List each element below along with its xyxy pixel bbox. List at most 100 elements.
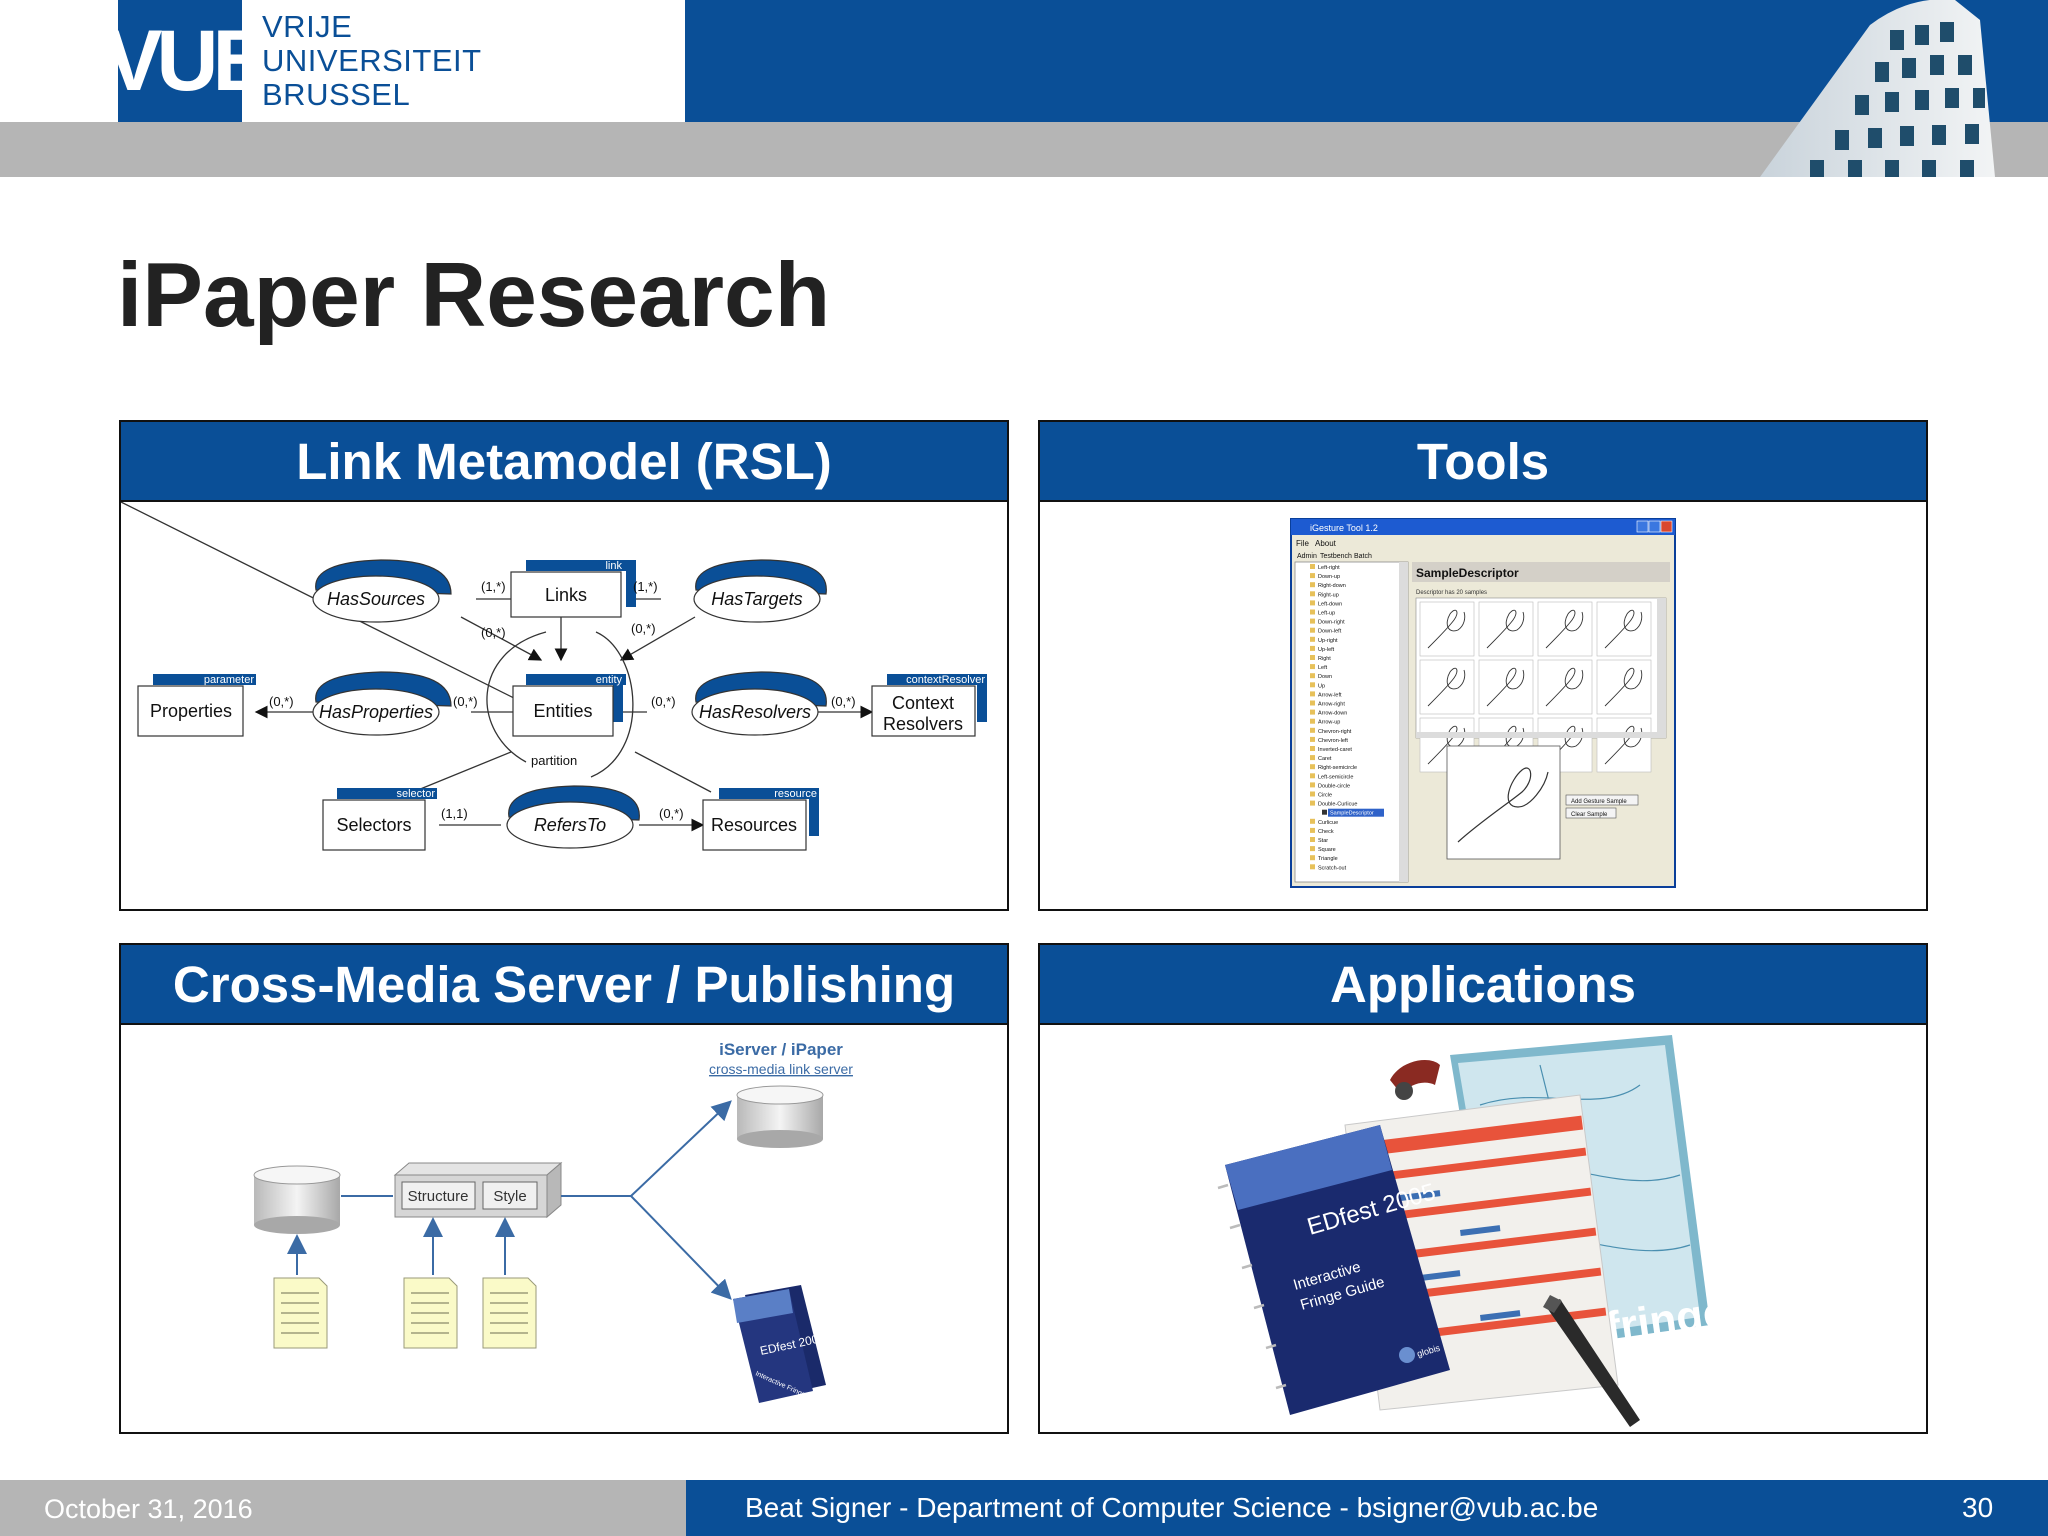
gesture-sample-stroke (1604, 609, 1643, 649)
slide-title: iPaper Research (117, 245, 831, 346)
rsl-tag-entity: entity (596, 674, 623, 686)
rsl-tag-context: contextResolver (906, 674, 985, 686)
card-label: (0,*) (453, 694, 478, 709)
header-stripe (0, 122, 2048, 177)
tool-descriptor-title: SampleDescriptor (1416, 566, 1519, 580)
card-label: (0,*) (481, 625, 506, 640)
card-label: (1,1) (441, 806, 468, 821)
folder-icon (1310, 800, 1315, 806)
logo-block (118, 0, 242, 122)
tree-item[interactable]: Chevron-right (1318, 729, 1352, 735)
tree-item[interactable]: Triangle (1318, 856, 1338, 862)
tree-item[interactable]: Arrow-up (1318, 720, 1340, 726)
gesture-sample-stroke (1545, 725, 1584, 765)
gesture-sample-stroke (1486, 725, 1525, 765)
folder-icon (1310, 564, 1315, 569)
gesture-sample-stroke (1427, 725, 1466, 765)
university-line-3: BRUSSEL (262, 77, 411, 112)
university-name: VRIJE UNIVERSITEIT BRUSSEL (262, 10, 482, 112)
folder-icon (1310, 691, 1315, 697)
tree-item[interactable]: SampleDescriptor (1330, 811, 1374, 817)
tree-item[interactable]: Down-up (1318, 574, 1340, 580)
tree-item[interactable]: Up-left (1318, 647, 1335, 653)
tree-item[interactable]: Down-left (1318, 629, 1342, 635)
booklet-icon: EDfest 2005 Interactive Fringe Guide (733, 1285, 827, 1407)
tree-item[interactable]: Arrow-down (1318, 711, 1347, 717)
tree-item[interactable]: Curlicue (1318, 820, 1338, 826)
tree-item[interactable]: Right-up (1318, 592, 1339, 598)
gesture-sample-stroke (1604, 667, 1643, 707)
folder-icon (1310, 773, 1315, 779)
tree-item[interactable]: Left-down (1318, 601, 1342, 607)
rsl-entities-box: Entities (533, 701, 592, 721)
tree-item[interactable]: Square (1318, 847, 1336, 853)
panel-heading: Tools (1040, 422, 1926, 502)
footer-date: October 31, 2016 (44, 1494, 253, 1524)
rsl-context-line1: Context (892, 693, 954, 713)
tool-add-sample-button[interactable]: Add Gesture Sample (1571, 799, 1627, 805)
folder-icon (1310, 746, 1315, 751)
university-line-2: UNIVERSITEIT (262, 43, 482, 78)
tree-item[interactable]: Right-semicircle (1318, 765, 1357, 771)
tool-tab-testbench: Testbench (1320, 553, 1352, 560)
gesture-sample-stroke (1545, 667, 1584, 707)
folder-icon (1310, 609, 1315, 615)
folder-icon (1310, 655, 1315, 660)
tree-item[interactable]: Star (1318, 838, 1328, 844)
folder-icon (1310, 764, 1315, 770)
rsl-tag-resource: resource (774, 788, 817, 800)
tree-item[interactable]: Down (1318, 674, 1332, 680)
panel-heading: Link Metamodel (RSL) (121, 422, 1007, 502)
folder-icon (1310, 645, 1315, 651)
footer-author: Beat Signer - Department of Computer Sci… (745, 1492, 1599, 1523)
tree-item[interactable]: Check (1318, 829, 1334, 835)
tool-clear-sample-button[interactable]: Clear Sample (1571, 812, 1608, 818)
tree-item[interactable]: Chevron-left (1318, 738, 1348, 744)
tree-item[interactable]: Down-right (1318, 620, 1345, 626)
tool-menu-about: About (1315, 539, 1337, 548)
rsl-has-resolvers: HasResolvers (699, 702, 811, 722)
gesture-sample-stroke (1604, 725, 1643, 765)
tree-item[interactable]: Double-circle (1318, 783, 1350, 789)
rsl-partition-label: partition (531, 753, 577, 768)
folder-icon (1310, 864, 1315, 870)
folder-icon (1310, 736, 1315, 742)
folder-icon (1310, 682, 1315, 688)
tree-item[interactable]: Right-down (1318, 583, 1346, 589)
folder-icon (1310, 782, 1315, 788)
tree-item[interactable]: Double-Curlicue (1318, 802, 1357, 808)
tree-item[interactable]: Right (1318, 656, 1331, 662)
folder-icon (1310, 818, 1315, 824)
tree-item[interactable]: Left-semicircle (1318, 774, 1353, 780)
logo-letters-text: VUB (105, 13, 275, 109)
tree-item[interactable]: Up (1318, 683, 1325, 689)
panel-link-metamodel: Link Metamodel (RSL) (119, 420, 1009, 911)
tool-sample-grid (1419, 601, 1652, 773)
tree-item[interactable]: Left-up (1318, 611, 1335, 617)
tree-item[interactable]: Arrow-right (1318, 702, 1345, 708)
tree-item[interactable]: Scratch-out (1318, 865, 1347, 871)
tool-tab-batch: Batch (1354, 553, 1372, 560)
tree-item[interactable]: Caret (1318, 756, 1332, 762)
tool-window-title: iGesture Tool 1.2 (1310, 523, 1378, 533)
tree-item[interactable]: Arrow-left (1318, 692, 1342, 698)
gesture-sample-stroke (1427, 667, 1466, 707)
folder-icon (1310, 855, 1315, 861)
tree-item[interactable]: Up-right (1318, 638, 1338, 644)
panel-tools: Tools iGesture Tool 1.2 File About Admin… (1038, 420, 1928, 911)
tree-item[interactable]: Left (1318, 665, 1328, 671)
tree-item[interactable]: Circle (1318, 793, 1332, 799)
folder-icon (1310, 627, 1315, 633)
rsl-selectors-box: Selectors (336, 815, 411, 835)
gesture-canvas-stroke (1457, 767, 1549, 843)
folder-icon (1310, 837, 1315, 842)
card-label: (0,*) (659, 806, 684, 821)
tree-item[interactable]: Left-right (1318, 565, 1340, 571)
rsl-properties-box: Properties (150, 701, 232, 721)
rsl-tag-link: link (605, 560, 622, 572)
card-label: (0,*) (631, 621, 656, 636)
gesture-sample-stroke (1486, 667, 1525, 707)
card-label: (1,*) (481, 579, 506, 594)
folder-icon (1310, 755, 1315, 761)
tree-item[interactable]: Inverted-caret (1318, 747, 1352, 753)
